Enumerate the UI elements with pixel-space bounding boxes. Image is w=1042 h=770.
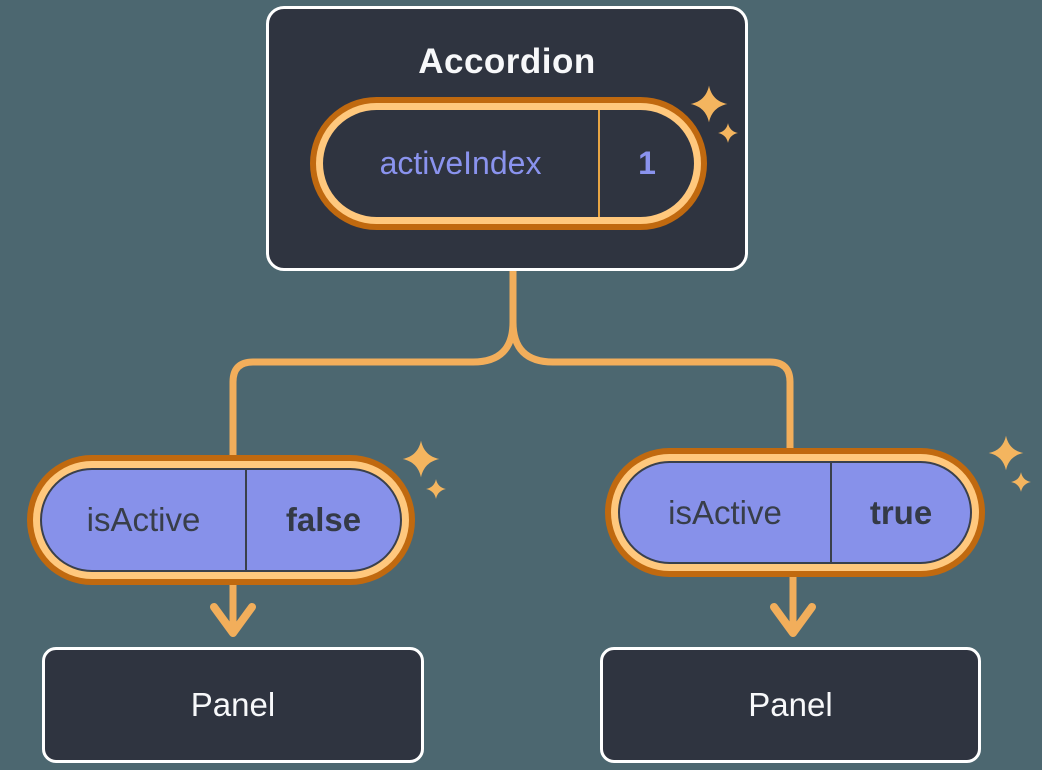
state-value: false [285,501,362,538]
panel-node-left: Panel [42,647,424,763]
connector-left-branch [229,266,517,464]
state-value: true [869,493,933,531]
state-pill-glow: activeIndex 1 [316,103,701,224]
sparkle-icon [1011,472,1031,492]
panel-node-right: Panel [600,647,981,763]
active-index-state-pill: activeIndex 1 [310,97,707,230]
state-name: isActive [86,501,201,538]
state-value: 1 [638,145,656,181]
sparkle-icon [988,435,1024,471]
panel-title: Panel [190,686,276,723]
pill-divider [598,110,600,217]
is-active-pill-right: isActive true [605,448,985,577]
arrow-right-head [770,603,816,637]
pill-divider [245,470,247,570]
panel-title: Panel [748,686,833,723]
state-name: activeIndex [379,145,542,181]
sparkle-icon [426,479,446,499]
state-pill-glow: isActive true [611,454,979,571]
state-name: isActive [668,493,782,531]
accordion-title: Accordion [418,42,596,81]
connector-right-branch [509,266,794,456]
state-pill-glow: isActive false [33,461,409,579]
pill-divider [830,463,832,562]
is-active-pill-left: isActive false [27,455,415,585]
sparkle-icon [402,440,440,478]
arrow-left-head [210,603,256,637]
